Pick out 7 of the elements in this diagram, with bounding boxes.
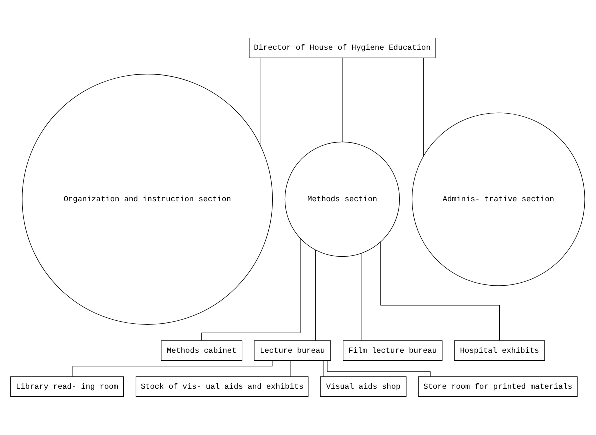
connector: [315, 250, 316, 342]
connector: [202, 238, 301, 341]
connector: [380, 242, 500, 342]
connector: [327, 360, 431, 378]
connector: [342, 58, 343, 142]
connector: [260, 58, 262, 147]
connector: [290, 360, 291, 378]
